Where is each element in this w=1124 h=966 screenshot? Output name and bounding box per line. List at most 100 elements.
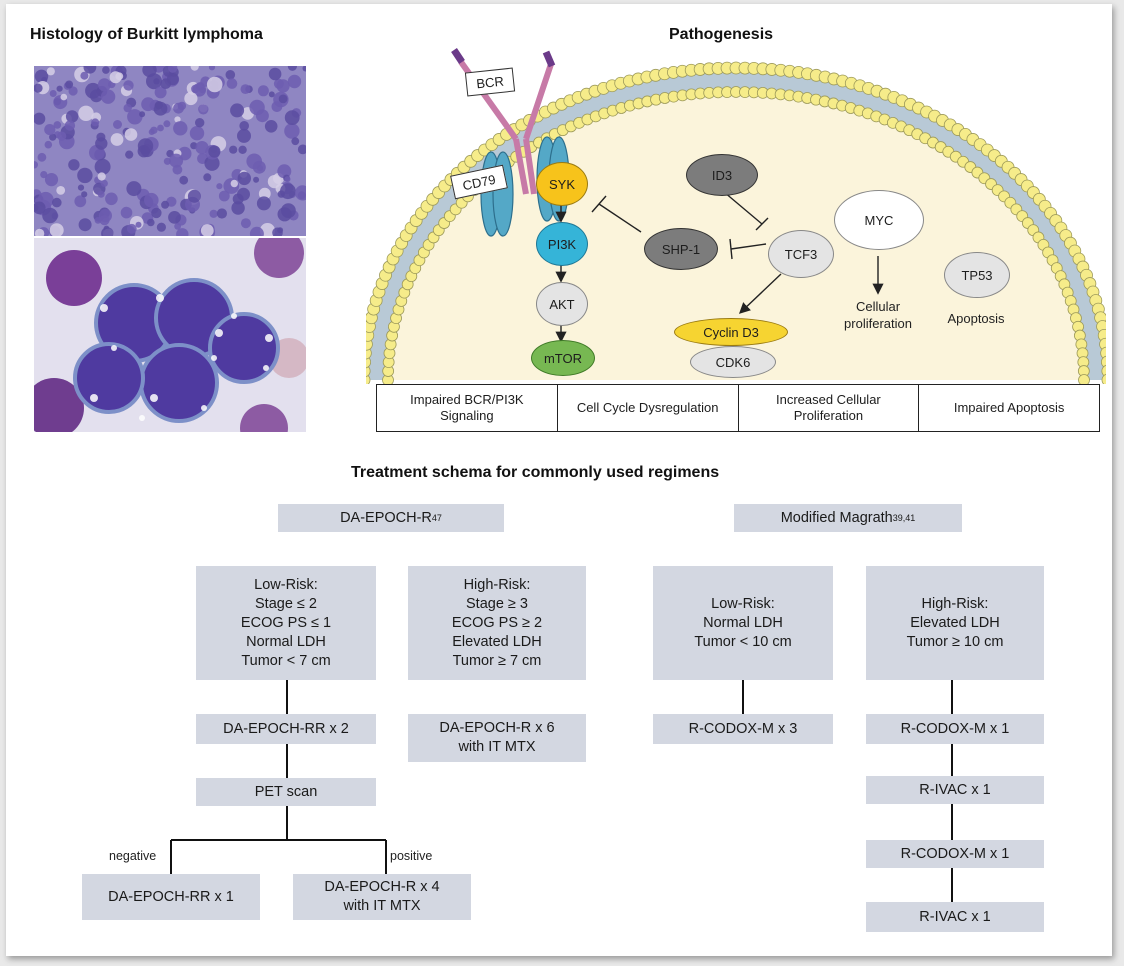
tissue-cell <box>68 159 80 171</box>
tissue-cell <box>297 144 306 155</box>
treatment-title: Treatment schema for commonly used regim… <box>351 464 720 481</box>
tissue-cell <box>295 185 306 201</box>
proliferation-label: Cellular proliferation <box>844 299 912 331</box>
tissue-cell <box>173 121 188 136</box>
tp53-node: TP53 <box>944 252 1010 298</box>
tissue-cell <box>240 84 251 94</box>
tissue-cell <box>34 161 38 169</box>
tissue-cell <box>100 89 116 104</box>
tissue-cell <box>230 103 245 118</box>
tissue-cell <box>179 175 189 185</box>
tissue-cell <box>96 132 106 142</box>
tissue-cell <box>148 129 155 135</box>
tissue-cell <box>176 228 189 236</box>
lipid-head <box>1101 373 1106 384</box>
tissue-cell <box>231 201 245 215</box>
tissue-cell <box>135 221 142 228</box>
tissue-cell <box>200 224 214 236</box>
category-apoptosis: Impaired Apoptosis <box>953 400 1065 415</box>
category-cell-cycle: Cell Cycle Dysregulation <box>558 385 739 431</box>
tissue-cell <box>94 158 111 175</box>
tissue-cell <box>184 91 198 106</box>
tissue-cell <box>209 209 218 218</box>
magrath-title: Modified Magrath <box>780 509 893 526</box>
tissue-cell <box>139 111 146 118</box>
tissue-cell <box>160 78 171 89</box>
category-bcr-pi3k: Impaired BCR/PI3K Signaling <box>377 385 558 431</box>
tissue-cell <box>225 70 236 80</box>
negative-result-box: DA-EPOCH-RR x 1 <box>82 874 260 920</box>
tissue-cell <box>157 124 164 132</box>
tissue-cell <box>123 103 132 113</box>
tissue-cell <box>253 176 260 183</box>
tissue-cell <box>252 160 266 174</box>
tissue-cell <box>237 128 251 143</box>
magrath-high-step-2: R-IVAC x 1 <box>866 776 1044 804</box>
tissue-cell <box>125 150 134 159</box>
histology-smear-image <box>34 238 306 432</box>
tissue-cell <box>174 116 181 123</box>
tissue-cell <box>208 66 216 71</box>
tissue-cell <box>85 82 101 99</box>
tissue-cell <box>142 66 157 78</box>
tissue-cell <box>40 171 48 179</box>
tissue-cell <box>257 85 269 97</box>
tissue-cell <box>249 226 264 236</box>
tissue-cell <box>78 105 94 121</box>
magrath-high-risk-box: High-Risk: Elevated LDH Tumor ≥ 10 cm <box>866 566 1044 680</box>
tissue-cell <box>284 123 300 139</box>
tissue-cell <box>83 66 97 74</box>
tissue-cell <box>113 120 122 129</box>
tissue-cell <box>44 173 59 187</box>
tissue-cell <box>77 167 93 184</box>
lipid-head <box>1100 355 1106 369</box>
tissue-cell <box>174 222 182 230</box>
tissue-cell <box>206 76 223 93</box>
tissue-cell <box>264 120 278 133</box>
pathogenesis-category-table: Impaired BCR/PI3K Signaling Cell Cycle D… <box>376 384 1100 432</box>
tissue-cell <box>34 69 49 83</box>
positive-result-box: DA-EPOCH-R x 4 with IT MTX <box>293 874 471 920</box>
tissue-cell <box>203 173 212 182</box>
tissue-cell <box>278 94 288 104</box>
lipid-head <box>1078 374 1090 384</box>
magrath-low-step1-box: R-CODOX-M x 3 <box>653 714 833 744</box>
daepoch-title: DA-EPOCH-R <box>340 509 432 526</box>
tissue-cell <box>102 66 110 74</box>
tissue-cell <box>156 222 166 232</box>
mtor-node: mTOR <box>531 340 595 376</box>
tissue-cell <box>120 206 133 219</box>
tissue-cell <box>256 196 271 211</box>
category-proliferation: Increased Cellular Proliferation <box>739 385 920 431</box>
tissue-cell <box>302 66 306 72</box>
histology-title: Histology of Burkitt lymphoma <box>30 26 263 43</box>
tissue-cell <box>146 73 162 90</box>
tissue-cell <box>239 121 249 131</box>
magrath-high-step-4: R-IVAC x 1 <box>866 902 1044 932</box>
lipid-head <box>366 364 371 378</box>
magrath-title-ref: 39,41 <box>892 512 916 523</box>
magrath-high-step-1: R-CODOX-M x 1 <box>866 714 1044 744</box>
treatment-connectors <box>170 680 953 902</box>
tissue-cell <box>127 109 143 125</box>
tissue-cell <box>64 120 76 131</box>
pi3k-node: PI3K <box>536 222 588 266</box>
tissue-cell <box>216 183 223 190</box>
tissue-cell <box>191 84 200 94</box>
daepoch-high-risk-box: High-Risk: Stage ≥ 3 ECOG PS ≥ 2 Elevate… <box>408 566 586 680</box>
tissue-cell <box>226 78 238 89</box>
tissue-cell <box>101 227 114 236</box>
tissue-cell <box>34 112 46 125</box>
cdk6-node: CDK6 <box>690 346 776 378</box>
tissue-cell <box>68 86 78 96</box>
tissue-cell <box>78 218 92 232</box>
tissue-cell <box>237 187 250 201</box>
tissue-cell <box>168 211 181 224</box>
tissue-cell <box>53 121 62 129</box>
tissue-cell <box>57 131 67 141</box>
tissue-cell <box>268 91 275 98</box>
tissue-cell <box>65 110 79 123</box>
tissue-cell <box>141 97 155 112</box>
tissue-cell <box>187 189 201 203</box>
